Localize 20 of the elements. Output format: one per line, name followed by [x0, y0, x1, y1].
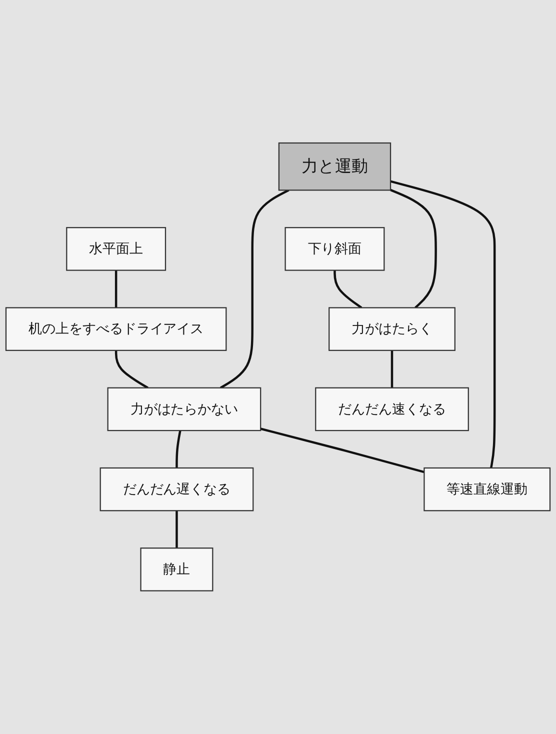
connector: [334, 270, 362, 309]
connector: [220, 189, 290, 389]
connector: [390, 180, 496, 468]
connector: [390, 350, 394, 388]
node-box: 力と運動: [278, 142, 392, 191]
node-box: 等速直線運動: [424, 468, 551, 512]
node-box: 水平面上: [66, 227, 166, 271]
node-box: 机の上をすべるドライアイス: [5, 307, 227, 352]
node-box: 力がはたらく: [328, 307, 456, 352]
node-box: 下り斜面: [284, 227, 385, 271]
connector: [176, 510, 178, 548]
node-box: 力がはたらかない: [107, 387, 262, 432]
connector: [260, 428, 424, 474]
connector: [390, 189, 437, 309]
connector: [114, 350, 148, 389]
node-box: 静止: [140, 548, 214, 592]
connector: [176, 430, 182, 468]
node-box: だんだん速くなる: [315, 387, 469, 432]
node-box: だんだん遅くなる: [100, 468, 254, 512]
connector: [114, 270, 118, 308]
